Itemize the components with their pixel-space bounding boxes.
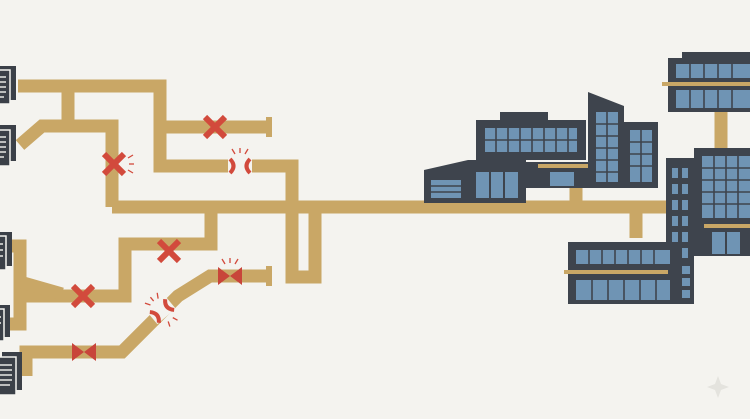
document-3-icon: [0, 232, 12, 271]
closed-valve-icon: [218, 258, 242, 285]
x-mark-icon: [156, 238, 182, 264]
pipe-segment: [15, 119, 119, 207]
pipe-end-cap: [266, 117, 272, 137]
building-main-left: [424, 112, 598, 203]
document-1-icon: [0, 66, 16, 105]
document-5-icon: [0, 352, 22, 396]
sparkle-icon: [707, 376, 729, 398]
pipe-segment: [153, 127, 322, 284]
building-top-right: [662, 52, 750, 112]
pipe-end-cap: [266, 266, 272, 286]
document-2-icon: [0, 125, 16, 167]
pipe-segment: [25, 207, 218, 303]
pipe-network: [8, 79, 728, 376]
building-tower-mid: [588, 92, 658, 188]
pipe-segment: [18, 275, 64, 301]
cracked-pipe-icon: [228, 148, 252, 175]
x-mark-icon: [202, 114, 228, 140]
cracked-pipe-icon: [144, 292, 178, 327]
x-mark-icon: [101, 151, 134, 177]
pipe-end-caps: [266, 117, 272, 286]
x-mark-icon: [70, 283, 96, 309]
closed-valve-icon: [72, 343, 96, 361]
building-bottom-center: [564, 242, 694, 304]
document-4-icon: [0, 305, 10, 342]
